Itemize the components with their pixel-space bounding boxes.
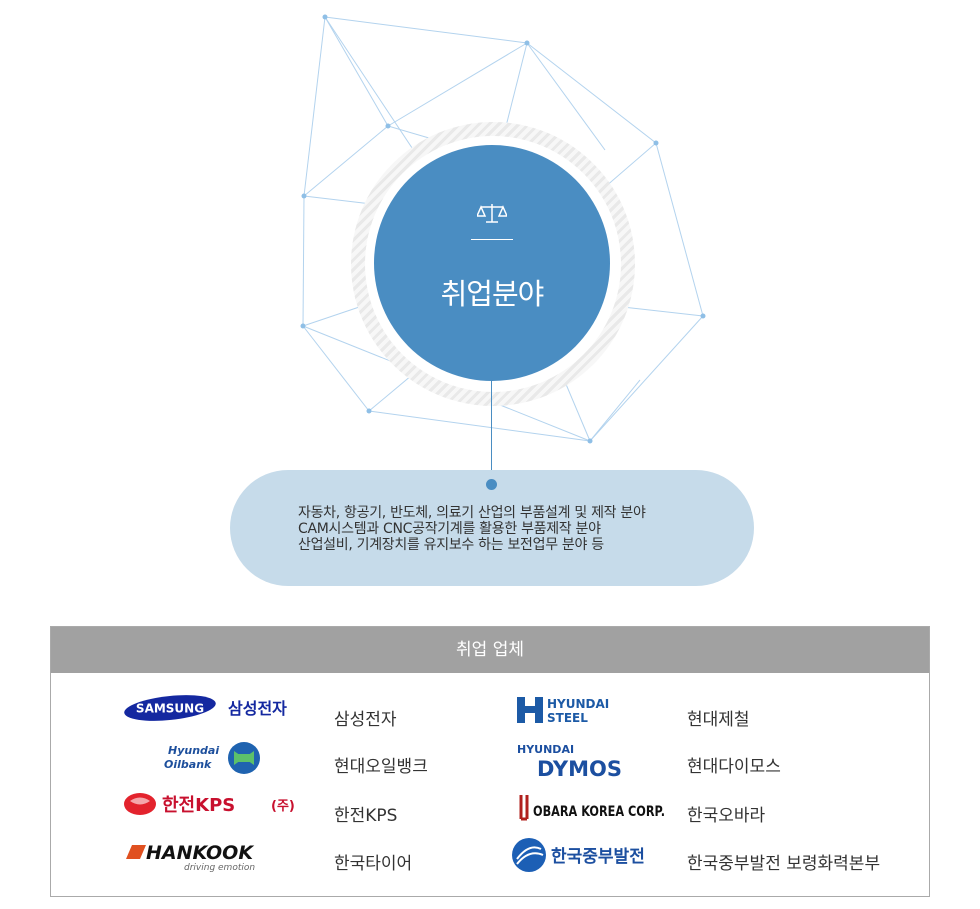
description-line: 자동차, 항공기, 반도체, 의료기 산업의 부품설계 및 제작 분야: [298, 505, 646, 521]
komipo-logo: 한국중부발전: [511, 837, 671, 877]
hero-title: 취업분야: [440, 277, 545, 311]
company-name: 한국중부발전 보령화력본부: [687, 854, 881, 874]
dymos-logo: HYUNDAI DYMOS: [517, 740, 677, 784]
company-name: 한국타이어: [334, 854, 413, 874]
connector-line: [491, 381, 492, 485]
hankook-logo: HANKOOK driving emotion: [124, 837, 299, 877]
company-panel: 취업 업체 SAMSUNG 삼성전자 삼성전자 Hyundai Oilbank …: [50, 626, 930, 897]
samsung-logo-sub: 삼성전자: [228, 699, 287, 718]
company-row-hyundai-steel: HYUNDAI STEEL 현대제철: [517, 693, 917, 737]
obara-logo-text: OBARA KOREA CORP.: [533, 804, 665, 820]
oilbank-logo-sub: Oilbank: [164, 758, 212, 771]
hyundai-steel-logo: HYUNDAI STEEL: [517, 693, 677, 731]
samsung-logo-text: SAMSUNG: [136, 702, 204, 716]
company-name: 삼성전자: [334, 710, 397, 730]
company-row-samsung: SAMSUNG 삼성전자 삼성전자: [124, 693, 484, 737]
company-name: 한전KPS: [334, 806, 398, 826]
company-row-oilbank: Hyundai Oilbank 현대오일뱅크: [124, 740, 484, 784]
description-lines: 자동차, 항공기, 반도체, 의료기 산업의 부품설계 및 제작 분야 CAM시…: [298, 505, 646, 553]
connector-dot: [486, 479, 497, 490]
description-line: 산업설비, 기계장치를 유지보수 하는 보전업무 분야 등: [298, 537, 604, 553]
samsung-logo: SAMSUNG 삼성전자: [124, 693, 299, 727]
company-panel-header: 취업 업체: [51, 627, 929, 673]
kps-logo-text: 한전KPS: [162, 795, 235, 816]
hankook-logo-sub: driving emotion: [184, 863, 255, 873]
oilbank-logo: Hyundai Oilbank: [124, 740, 299, 780]
company-row-dymos: HYUNDAI DYMOS 현대다이모스: [517, 740, 917, 784]
hero-divider: [471, 239, 513, 240]
kps-logo: 한전KPS (주): [124, 789, 304, 823]
company-row-obara: OBARA KOREA CORP. 한국오바라: [517, 789, 917, 833]
company-name: 현대오일뱅크: [334, 757, 428, 777]
kps-logo-sub: (주): [271, 799, 295, 814]
company-name: 한국오바라: [687, 806, 766, 826]
dymos-logo-sub: DYMOS: [537, 757, 622, 780]
oilbank-logo-text: Hyundai: [168, 744, 219, 757]
dymos-logo-text: HYUNDAI: [517, 743, 574, 756]
company-name: 현대다이모스: [687, 757, 781, 777]
company-name: 현대제철: [687, 710, 750, 730]
obara-logo: OBARA KOREA CORP.: [517, 789, 677, 829]
description-line: CAM시스템과 CNC공작기계를 활용한 부품제작 분야: [298, 521, 601, 537]
company-row-komipo: 한국중부발전 한국중부발전 보령화력본부: [511, 837, 921, 881]
komipo-logo-text: 한국중부발전: [551, 847, 645, 867]
hero-circle: 취업분야: [374, 145, 610, 381]
company-row-kps: 한전KPS (주) 한전KPS: [124, 789, 484, 833]
scale-icon: [475, 202, 509, 232]
hyundai-steel-logo-text: HYUNDAI: [547, 697, 609, 711]
hankook-logo-text: HANKOOK: [146, 842, 254, 864]
hyundai-steel-logo-sub: STEEL: [547, 711, 588, 725]
company-row-hankook: HANKOOK driving emotion 한국타이어: [124, 837, 484, 881]
